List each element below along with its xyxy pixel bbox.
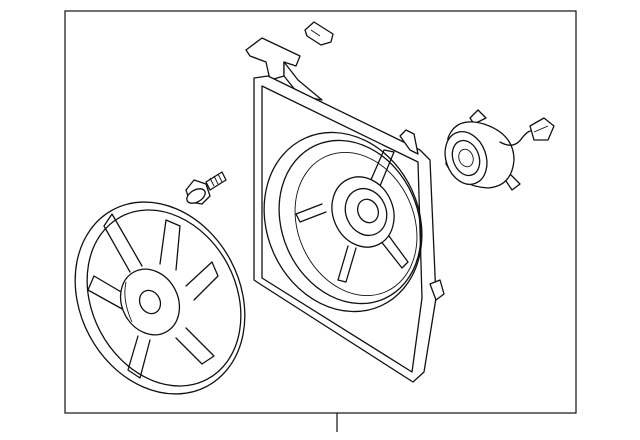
diagram-frame <box>64 10 577 414</box>
shroud-clip <box>304 21 334 46</box>
cooling-fan-blade <box>74 201 246 395</box>
fan-motor <box>444 109 521 191</box>
wire-connector <box>499 117 555 146</box>
fan-shroud <box>245 37 445 383</box>
fan-mounting-bolt <box>185 171 227 205</box>
